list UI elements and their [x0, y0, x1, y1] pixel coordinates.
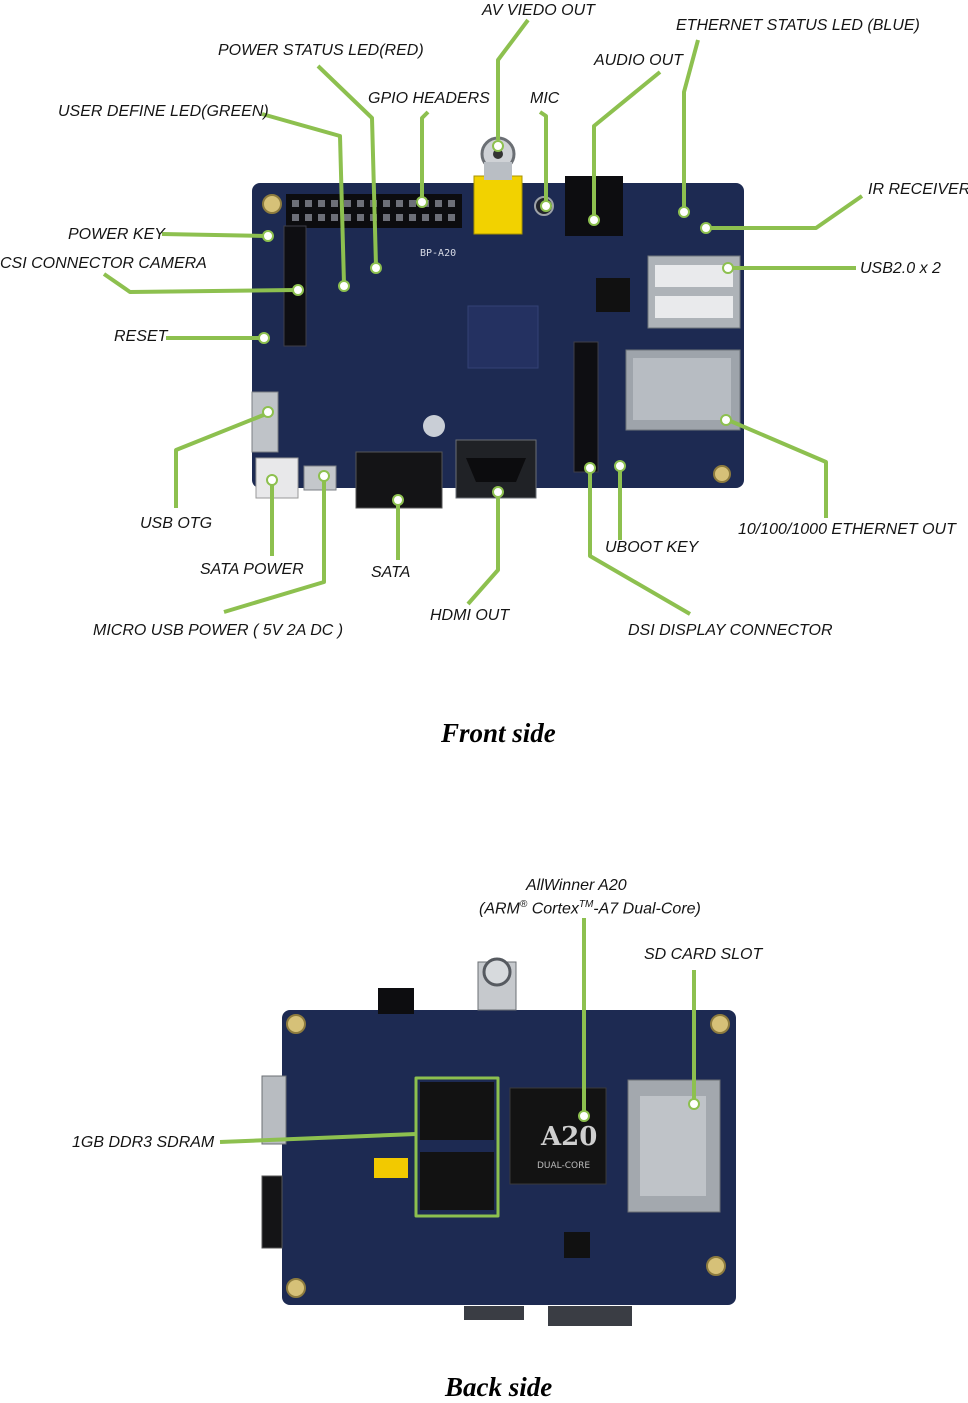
- gpio-pin: [383, 214, 390, 221]
- gpio-pin: [448, 214, 455, 221]
- ddr3-chip-2: [420, 1152, 494, 1210]
- label-sata: SATA: [371, 564, 411, 581]
- callout-micro-usb: [223, 478, 326, 614]
- gpio-pin: [435, 200, 442, 207]
- gpio-pin: [331, 214, 338, 221]
- callout-lines: [102, 18, 864, 1218]
- label-micro-usb-power: MICRO USB POWER ( 5V 2A DC ): [93, 622, 344, 639]
- gpio-pin: [292, 200, 299, 207]
- label-ethernet-status-led: ETHERNET STATUS LED (BLUE): [676, 17, 920, 34]
- mount-hole: [262, 194, 282, 214]
- callout-usb-otg: [174, 412, 267, 508]
- gpio-pin: [318, 200, 325, 207]
- gpio-pin: [357, 200, 364, 207]
- callout-ddr3: [219, 1132, 417, 1144]
- label-av-video-out: AV VIEDO OUT: [482, 2, 595, 19]
- label-usb20: USB2.0 x 2: [860, 260, 941, 277]
- callout-audio: [592, 70, 662, 218]
- gpio-pin: [409, 214, 416, 221]
- label-mic: MIC: [530, 90, 560, 107]
- a20-marking: A20: [540, 1122, 597, 1152]
- registered-mark: ®: [519, 899, 528, 910]
- label-gpio-headers: GPIO HEADERS: [368, 90, 490, 107]
- ddr3-highlight-box: [414, 1076, 500, 1218]
- mount-hole: [713, 465, 731, 483]
- label-sd-card-slot: SD CARD SLOT: [644, 946, 763, 963]
- label-sata-power: SATA POWER: [200, 561, 304, 578]
- gpio-pin: [396, 214, 403, 221]
- back-pcb: [282, 1010, 736, 1305]
- label-user-define-led: USER DEFINE LED(GREEN): [58, 103, 269, 120]
- gpio-pin: [396, 200, 403, 207]
- label-dsi-display: DSI DISPLAY CONNECTOR: [628, 622, 833, 639]
- gpio-pin: [344, 200, 351, 207]
- soc-detail-b: Cortex: [527, 900, 579, 918]
- gpio-pin: [383, 200, 390, 207]
- soc-detail-a: (ARM: [479, 900, 520, 918]
- a20-sub-marking: DUAL-CORE: [537, 1161, 590, 1171]
- rca-video-jack: [473, 175, 523, 235]
- gpio-pin: [292, 214, 299, 221]
- label-power-key: POWER KEY: [68, 226, 165, 243]
- gpio-pin: [344, 214, 351, 221]
- back-side-title: Back side: [445, 1372, 553, 1402]
- front-side-title: Front side: [441, 718, 556, 748]
- callout-ethernet-led: [682, 39, 700, 212]
- callout-gpio: [420, 110, 430, 198]
- gpio-pin: [448, 200, 455, 207]
- label-soc-detail: (ARM® CortexTM-A7 Dual-Core): [479, 896, 701, 918]
- ddr3-chip-1: [420, 1082, 494, 1140]
- label-ethernet-out: 10/100/1000 ETHERNET OUT: [738, 521, 956, 538]
- label-ir-receiver: IR RECEIVER: [868, 181, 968, 198]
- dsi-connector: [573, 341, 599, 473]
- callout-ethernet-out: [727, 418, 828, 518]
- callout-user-led: [261, 112, 346, 285]
- gpio-pin: [409, 200, 416, 207]
- callout-hdmi: [466, 494, 500, 606]
- callout-power-key: [161, 232, 267, 238]
- callout-endpoints: [258, 140, 734, 1122]
- mount-hole: [710, 1014, 730, 1034]
- callout-ir: [710, 194, 864, 230]
- gpio-pin: [422, 214, 429, 221]
- mount-hole: [706, 1256, 726, 1276]
- label-power-status-led: POWER STATUS LED(RED): [218, 42, 424, 59]
- gpio-pin: [305, 200, 312, 207]
- label-hdmi-out: HDMI OUT: [430, 607, 510, 624]
- callout-dsi: [588, 470, 692, 616]
- callout-csi: [102, 272, 297, 294]
- label-audio-out: AUDIO OUT: [594, 52, 683, 69]
- back-board: A20 DUAL-CORE: [261, 957, 736, 1326]
- mount-hole: [286, 1278, 306, 1298]
- a20-soc: [509, 1087, 607, 1185]
- mount-hole: [286, 1014, 306, 1034]
- gpio-pin: [331, 200, 338, 207]
- front-silkscreen: BP-A20: [420, 248, 456, 259]
- callout-av-video: [496, 18, 530, 140]
- gpio-pin: [357, 214, 364, 221]
- back-sata-conn: [261, 1175, 283, 1249]
- label-reset: RESET: [114, 328, 168, 345]
- back-usb: [261, 1075, 287, 1145]
- soc-detail-c: -A7 Dual-Core): [593, 900, 701, 918]
- label-soc: AllWinner A20: [526, 877, 627, 894]
- trademark-mark: TM: [578, 899, 594, 910]
- front-board: BP-A20: [251, 136, 744, 509]
- back-audio: [378, 988, 414, 1014]
- label-csi-connector: CSI CONNECTOR CAMERA: [0, 255, 207, 272]
- gpio-pin: [305, 214, 312, 221]
- usb-otg-port: [251, 391, 279, 453]
- label-usb-otg: USB OTG: [140, 515, 213, 532]
- label-ddr3: 1GB DDR3 SDRAM: [72, 1134, 215, 1151]
- gpio-pin: [435, 214, 442, 221]
- label-uboot-key: UBOOT KEY: [605, 539, 699, 556]
- gpio-pin: [318, 214, 325, 221]
- back-gpio: [548, 1306, 632, 1326]
- callout-power-led: [316, 64, 378, 267]
- callout-mic: [538, 110, 548, 206]
